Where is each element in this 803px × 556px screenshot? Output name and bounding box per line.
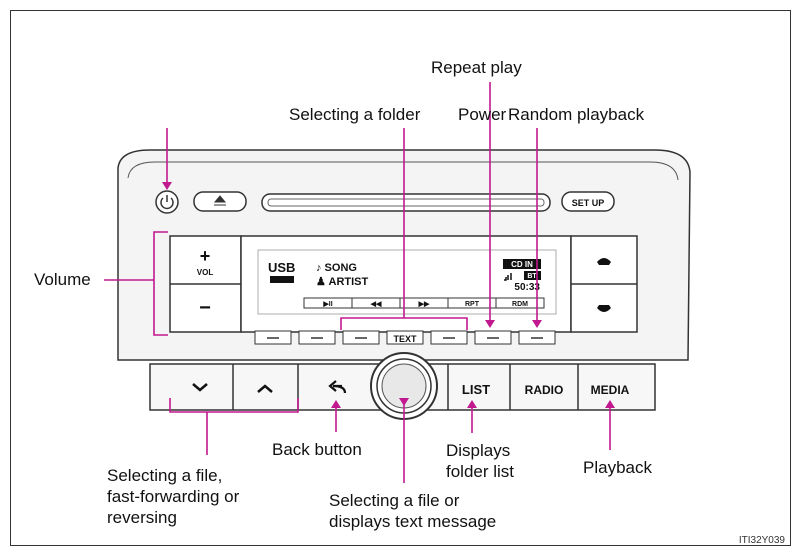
- text-button-label: TEXT: [393, 334, 417, 344]
- cd-in-badge: [503, 259, 541, 269]
- signal-icon: [504, 273, 512, 281]
- chevron-up-icon: [257, 384, 273, 393]
- label-selecting-folder: Selecting a folder: [289, 105, 421, 124]
- volume-up-label: +: [200, 246, 211, 266]
- back-icon: [328, 380, 347, 394]
- softkey-rdm: RDM: [512, 301, 528, 308]
- cd-in-label: CD IN: [511, 260, 533, 269]
- label-random-playback: Random playback: [508, 105, 645, 124]
- softkey-bar: ▶II ◀◀ ▶▶ RPT RDM: [303, 297, 545, 309]
- label-volume: Volume: [34, 270, 91, 289]
- label-back-button: Back button: [272, 440, 362, 459]
- label-select-file-text: Selecting a file or displays text messag…: [329, 491, 497, 531]
- figure-code: ITI32Y039: [738, 535, 785, 546]
- chevron-down-icon: [192, 383, 208, 392]
- label-power: Power: [458, 105, 507, 124]
- setup-button-label: SET UP: [572, 198, 605, 208]
- list-button-label: LIST: [462, 382, 490, 397]
- display-source: USB: [268, 260, 295, 275]
- setup-button: [561, 191, 615, 212]
- volume-down-label: −: [199, 297, 211, 319]
- softkey-rewind: ◀◀: [370, 301, 382, 308]
- media-button-label: MEDIA: [591, 383, 630, 397]
- softkey-forward: ▶▶: [418, 301, 430, 308]
- bt-badge: [524, 271, 541, 280]
- usb-battery-icon: [270, 276, 294, 283]
- volume-vol-label: VOL: [197, 268, 214, 277]
- display-song: ♪ SONG: [316, 262, 357, 274]
- softkey-rpt: RPT: [465, 301, 480, 308]
- label-displays-folder-list: Displays folder list: [446, 441, 515, 481]
- radio-button-label: RADIO: [525, 383, 564, 397]
- softkey-play-pause: ▶II: [322, 301, 332, 308]
- bt-label: BT: [527, 273, 537, 280]
- callout-arrowheads: [162, 182, 615, 408]
- label-select-file-ff: Selecting a file, fast-forwarding or rev…: [107, 466, 240, 527]
- end-call-icon: [597, 305, 611, 312]
- preset-buttons: [254, 330, 556, 345]
- display-time: 50:33: [514, 282, 540, 293]
- call-icon: [597, 258, 611, 265]
- label-playback: Playback: [583, 458, 652, 477]
- callout-lines: [104, 82, 611, 483]
- eject-icon: [213, 195, 227, 206]
- display-artist: ♟ ARTIST: [316, 276, 369, 288]
- power-icon: [160, 195, 174, 210]
- label-repeat-play: Repeat play: [431, 58, 522, 77]
